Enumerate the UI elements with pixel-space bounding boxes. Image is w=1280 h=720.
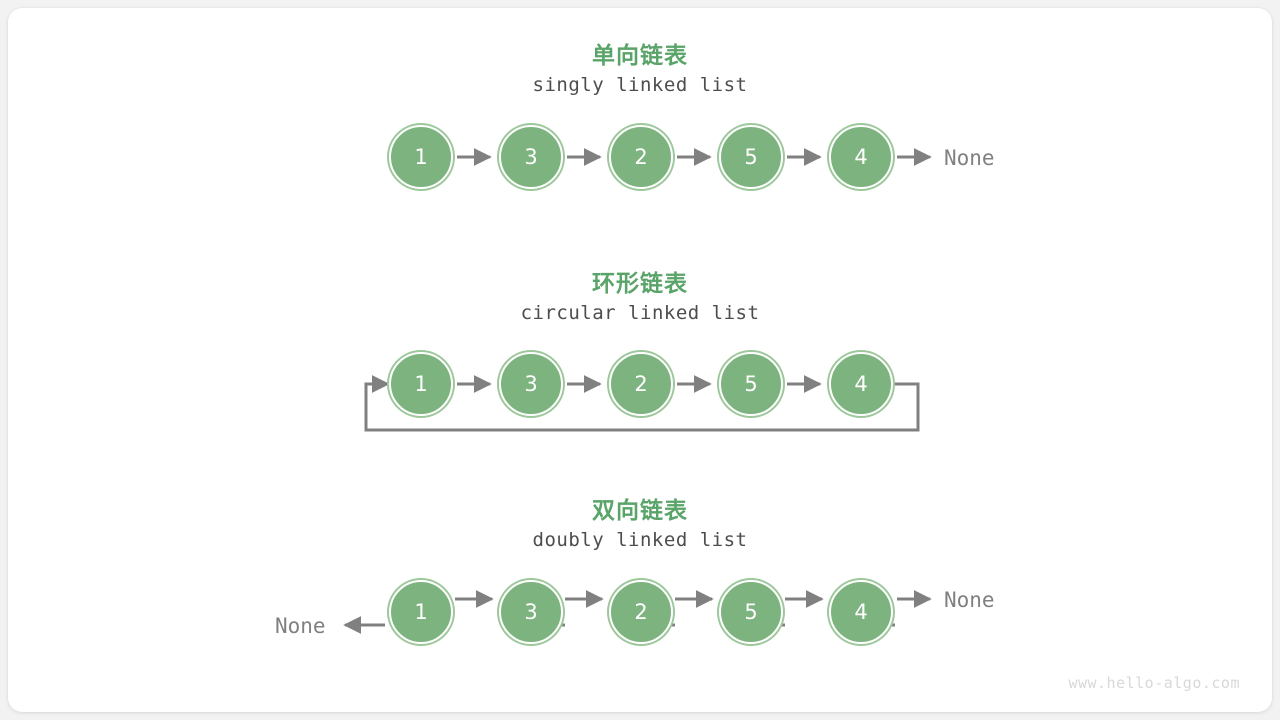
node-singly-3[interactable]: 5	[719, 125, 783, 189]
node-circular-2[interactable]: 2	[609, 352, 673, 416]
circular-subtitle: circular linked list	[520, 302, 760, 324]
node-singly-2[interactable]: 2	[609, 125, 673, 189]
node-circular-4[interactable]: 4	[829, 352, 893, 416]
node-circular-1[interactable]: 3	[499, 352, 563, 416]
doubly-tail-none: None	[944, 588, 995, 612]
node-doubly-2[interactable]: 2	[609, 580, 673, 644]
watermark: www.hello-algo.com	[1068, 674, 1240, 692]
doubly-head-none: None	[275, 614, 326, 638]
node-doubly-1[interactable]: 3	[499, 580, 563, 644]
doubly-subtitle: doubly linked list	[532, 529, 748, 551]
singly-subtitle: singly linked list	[532, 74, 748, 96]
singly-tail-none: None	[944, 146, 995, 170]
singly-title: 单向链表	[592, 43, 688, 69]
node-doubly-4[interactable]: 4	[829, 580, 893, 644]
node-singly-4[interactable]: 4	[829, 125, 893, 189]
node-circular-3[interactable]: 5	[719, 352, 783, 416]
circular-title: 环形链表	[592, 271, 688, 297]
node-singly-1[interactable]: 3	[499, 125, 563, 189]
node-doubly-0[interactable]: 1	[389, 580, 453, 644]
doubly-title: 双向链表	[592, 498, 688, 524]
node-doubly-3[interactable]: 5	[719, 580, 783, 644]
node-singly-0[interactable]: 1	[389, 125, 453, 189]
node-circular-0[interactable]: 1	[389, 352, 453, 416]
